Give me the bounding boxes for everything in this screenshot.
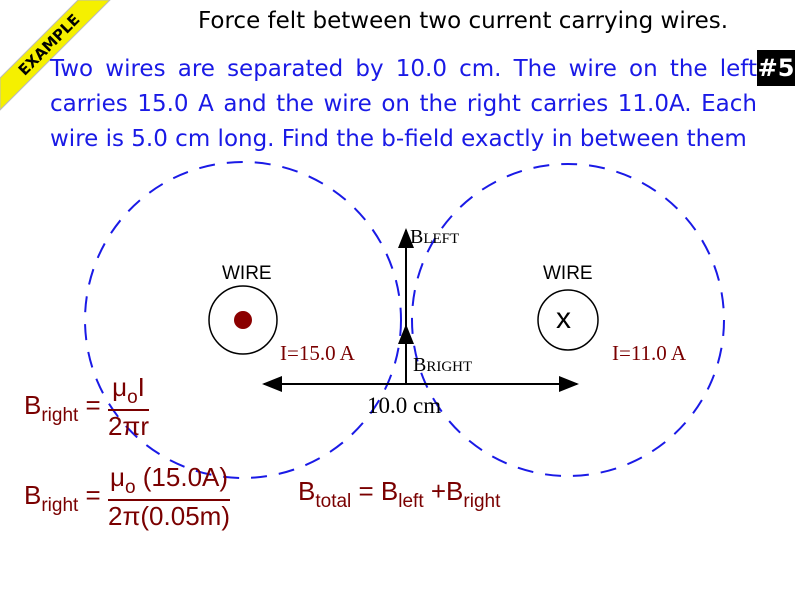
distance-label: 10.0 cm <box>367 393 442 418</box>
eq3-lhs-subscript: total <box>315 491 352 512</box>
eq3-term-left-subscript: left <box>398 491 424 512</box>
eq2-mu: μ <box>109 462 125 492</box>
b-right-base: B <box>413 354 427 376</box>
problem-text: Two wires are separated by 10.0 cm. The … <box>50 56 757 152</box>
b-left-base: B <box>410 226 424 248</box>
eq1-lhs: B <box>24 389 42 420</box>
eq2-lhs: B <box>24 479 42 510</box>
left-field-line <box>84 161 402 479</box>
eq1-numerator: μoI <box>107 372 150 411</box>
eq2-mu-subscript: o <box>124 477 136 498</box>
eq2-denominator: 2π(0.05m) <box>108 501 230 531</box>
eq2-equals: = <box>85 479 101 510</box>
b-left-subscript: LEFT <box>423 231 460 247</box>
eq1-equals: = <box>85 389 101 420</box>
eq2-current-value: (15.0A) <box>142 462 229 492</box>
current-into-x-icon: x <box>556 302 571 335</box>
b-right-subscript: RIGHT <box>426 359 473 375</box>
eq1-lhs-subscript: right <box>41 404 79 426</box>
eq3-term-right: B <box>446 476 464 506</box>
eq1-denominator: 2πr <box>107 411 150 441</box>
eq2-lhs-subscript: right <box>41 494 79 516</box>
eq3-lhs: B <box>298 476 316 506</box>
eq2-numerator: μo (15.0A) <box>107 462 231 501</box>
eq3-term-left: B <box>380 476 399 506</box>
right-current-label: I=11.0 A <box>612 341 687 365</box>
equation-b-right-substituted: Bright = μo (15.0A)2π(0.05m) <box>24 462 231 532</box>
left-current-label: I=15.0 A <box>280 341 355 365</box>
example-banner: EXAMPLE <box>0 0 111 111</box>
eq3-equals: = <box>358 476 374 506</box>
current-out-dot-icon <box>234 311 252 329</box>
eq1-mu-subscript: o <box>127 387 138 408</box>
example-number-badge: #5 <box>757 50 795 86</box>
slide-title: Force felt between two current carrying … <box>198 8 729 34</box>
b-left-label: BLEFT <box>410 226 459 249</box>
eq1-current: I <box>137 372 145 402</box>
right-wire <box>537 289 599 351</box>
eq3-term-right-subscript: right <box>463 491 501 512</box>
eq3-plus: + <box>430 476 447 506</box>
eq1-mu: μ <box>112 372 128 402</box>
equation-b-total: Btotal = Bleft +Bright <box>298 476 500 513</box>
right-wire-label: WIRE <box>543 263 593 284</box>
left-wire-label: WIRE <box>222 263 272 284</box>
eq2-fraction: μo (15.0A)2π(0.05m) <box>107 462 231 532</box>
b-right-label: BRIGHT <box>413 354 472 377</box>
right-field-line <box>411 163 725 477</box>
